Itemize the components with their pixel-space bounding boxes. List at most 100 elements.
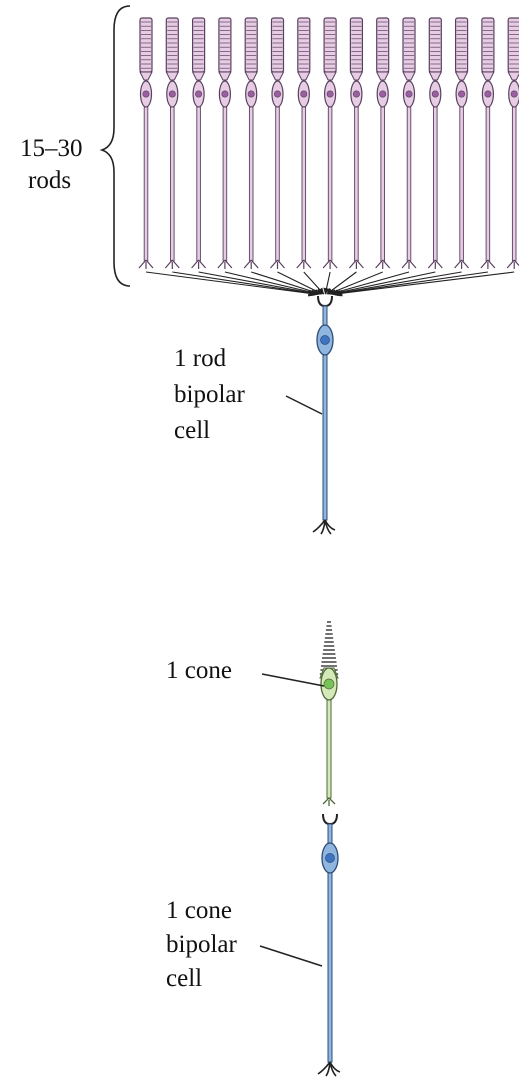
rod-axon <box>381 107 385 261</box>
rod-inner-segment <box>324 72 336 80</box>
rod-inner-segment <box>429 72 441 80</box>
rod-axon <box>302 107 306 261</box>
cone-bipolar-dendrite <box>323 814 337 824</box>
rod-bipolar-leader-line <box>286 396 322 414</box>
cone-leader-line <box>262 674 324 686</box>
cone-bipolar-leader-line <box>260 946 322 966</box>
rod-axon <box>328 107 332 261</box>
convergence-arrow <box>325 272 330 294</box>
rod-axon <box>171 107 175 261</box>
rod-bipolar-label-line2: bipolar <box>174 380 245 410</box>
rod-terminal <box>507 260 519 269</box>
convergence-arrow <box>172 272 316 294</box>
rod-cell <box>271 18 285 269</box>
convergence-arrow <box>332 272 436 294</box>
rod-nucleus <box>222 91 228 97</box>
rod-cell <box>349 18 363 269</box>
convergence-arrow <box>336 272 514 294</box>
cone-bipolar-cell <box>318 814 340 1076</box>
rod-axon <box>197 107 201 261</box>
rods-brace <box>102 6 130 286</box>
rod-inner-segment <box>140 72 152 80</box>
rod-inner-segment <box>456 72 468 80</box>
convergence-arrow <box>225 272 319 294</box>
convergence-arrows <box>146 272 514 294</box>
rod-nucleus <box>327 91 333 97</box>
rod-inner-segment <box>193 72 205 80</box>
cone-label: 1 cone <box>166 656 232 686</box>
cone-bipolar-nucleus <box>326 854 335 863</box>
rod-nucleus <box>432 91 438 97</box>
rod-nucleus <box>458 91 464 97</box>
rod-cell <box>507 18 519 269</box>
rod-cell <box>323 18 337 269</box>
rod-nucleus <box>143 91 149 97</box>
rod-inner-segment <box>350 72 362 80</box>
rod-cell <box>192 18 206 269</box>
rod-cell <box>165 18 179 269</box>
rod-bipolar-dendrite <box>318 296 332 306</box>
rod-axon <box>434 107 438 261</box>
convergence-arrow <box>146 272 314 294</box>
rod-axon <box>512 107 516 261</box>
rod-cell <box>218 18 232 269</box>
rod-inner-segment <box>298 72 310 80</box>
cone-terminal <box>323 798 335 806</box>
cone-nucleus <box>324 679 334 689</box>
rod-inner-segment <box>482 72 494 80</box>
rods-count-label: 15–30 <box>20 134 83 164</box>
rod-nucleus <box>406 91 412 97</box>
rod-inner-segment <box>166 72 178 80</box>
rod-inner-segment <box>508 72 519 80</box>
rod-axon <box>407 107 411 261</box>
rod-inner-segment <box>219 72 231 80</box>
rod-nucleus <box>195 91 201 97</box>
rod-axon <box>486 107 490 261</box>
rod-nucleus <box>274 91 280 97</box>
rod-cell <box>244 18 258 269</box>
rod-bipolar-nucleus <box>321 336 330 345</box>
rod-cell <box>481 18 495 269</box>
rod-nucleus <box>248 91 254 97</box>
rod-nucleus <box>511 91 517 97</box>
rod-bipolar-terminal <box>313 520 335 534</box>
rod-bipolar-cell <box>313 296 335 534</box>
rods-group <box>139 18 519 269</box>
convergence-arrow <box>335 272 488 294</box>
rod-cell <box>455 18 469 269</box>
rod-axon <box>249 107 253 261</box>
cone-bipolar-label-line2: bipolar <box>166 930 237 960</box>
cone-bipolar-upper-process <box>328 824 332 844</box>
cone-bipolar-axon <box>328 873 332 1062</box>
rod-cell <box>402 18 416 269</box>
rod-axon <box>276 107 280 261</box>
rod-axon <box>144 107 148 261</box>
rod-cell <box>297 18 311 269</box>
cone-bipolar-label-line1: 1 cone <box>166 896 232 926</box>
cone-cell <box>320 622 338 806</box>
cone-axon <box>327 700 331 798</box>
rods-label: rods <box>28 166 71 196</box>
rod-inner-segment <box>377 72 389 80</box>
rod-nucleus <box>380 91 386 97</box>
rod-cell <box>139 18 153 269</box>
rod-inner-segment <box>272 72 284 80</box>
rod-bipolar-upper-process <box>323 306 327 326</box>
rod-nucleus <box>169 91 175 97</box>
rod-bipolar-label-line1: 1 rod <box>174 344 226 374</box>
rod-nucleus <box>353 91 359 97</box>
rod-axon <box>460 107 464 261</box>
rod-inner-segment <box>403 72 415 80</box>
cone-bipolar-terminal <box>318 1062 340 1076</box>
rod-bipolar-label-line3: cell <box>174 416 210 446</box>
rod-nucleus <box>301 91 307 97</box>
rod-axon <box>355 107 359 261</box>
rod-cell <box>376 18 390 269</box>
rod-cell <box>428 18 442 269</box>
rod-inner-segment <box>245 72 257 80</box>
rod-nucleus <box>485 91 491 97</box>
rod-axon <box>223 107 227 261</box>
cone-bipolar-label-line3: cell <box>166 964 202 994</box>
rod-bipolar-axon <box>323 355 327 520</box>
